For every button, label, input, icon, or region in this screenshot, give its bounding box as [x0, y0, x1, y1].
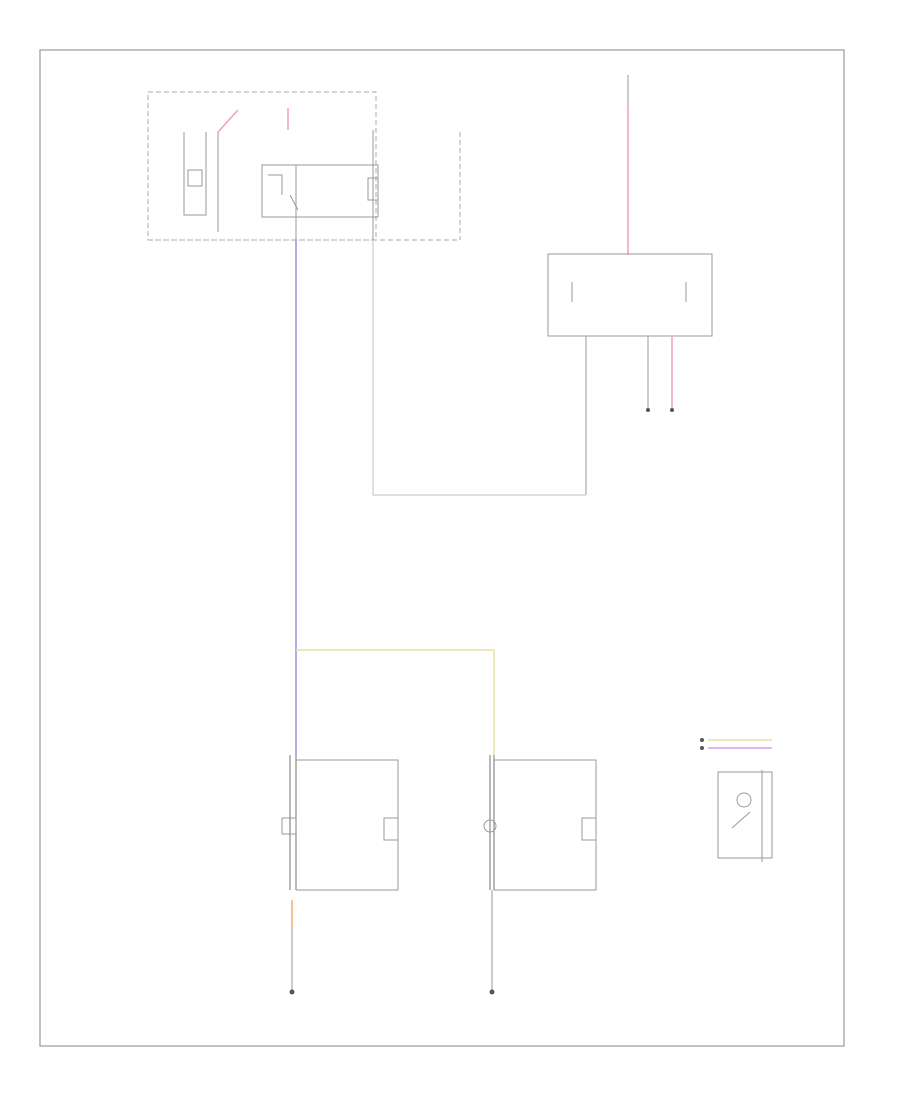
ccm-out-terminal-left	[646, 408, 650, 412]
lamp-assembly-right	[483, 755, 597, 995]
ccm-out-terminal-right	[670, 408, 674, 412]
ground-left-point	[289, 989, 295, 995]
diagram-frame	[39, 49, 845, 1047]
lamp-left-bulb	[281, 817, 297, 835]
legend-switch-icon	[736, 792, 752, 808]
lamp-left-frame	[296, 759, 399, 891]
fuse-link	[183, 132, 207, 216]
legend-switch-contact	[731, 770, 763, 862]
ignition-switch-lever	[217, 109, 239, 133]
relay-box	[261, 164, 379, 218]
ccm-box	[547, 253, 713, 337]
relay-contact	[268, 174, 299, 211]
lamp-assembly-left	[281, 755, 399, 995]
lamp-right-switch	[581, 817, 597, 841]
ground-right-point	[489, 989, 495, 995]
wire-yellow-branch	[296, 649, 495, 755]
lamp-left-switch	[383, 817, 399, 841]
legend-bullet-2	[700, 746, 704, 750]
lamp-right-housing	[489, 755, 495, 890]
control-module-block	[547, 75, 713, 495]
legend-bullet-1	[700, 738, 704, 742]
relay-fuse-block	[147, 91, 461, 241]
legend-switch-box	[717, 771, 773, 859]
wire-grey-loop	[372, 240, 586, 496]
lamp-right-bulb	[483, 819, 497, 833]
fuse-icon	[187, 169, 203, 187]
lamp-right-frame	[494, 759, 597, 891]
legend	[700, 738, 773, 862]
lamp-left-housing	[289, 755, 297, 890]
